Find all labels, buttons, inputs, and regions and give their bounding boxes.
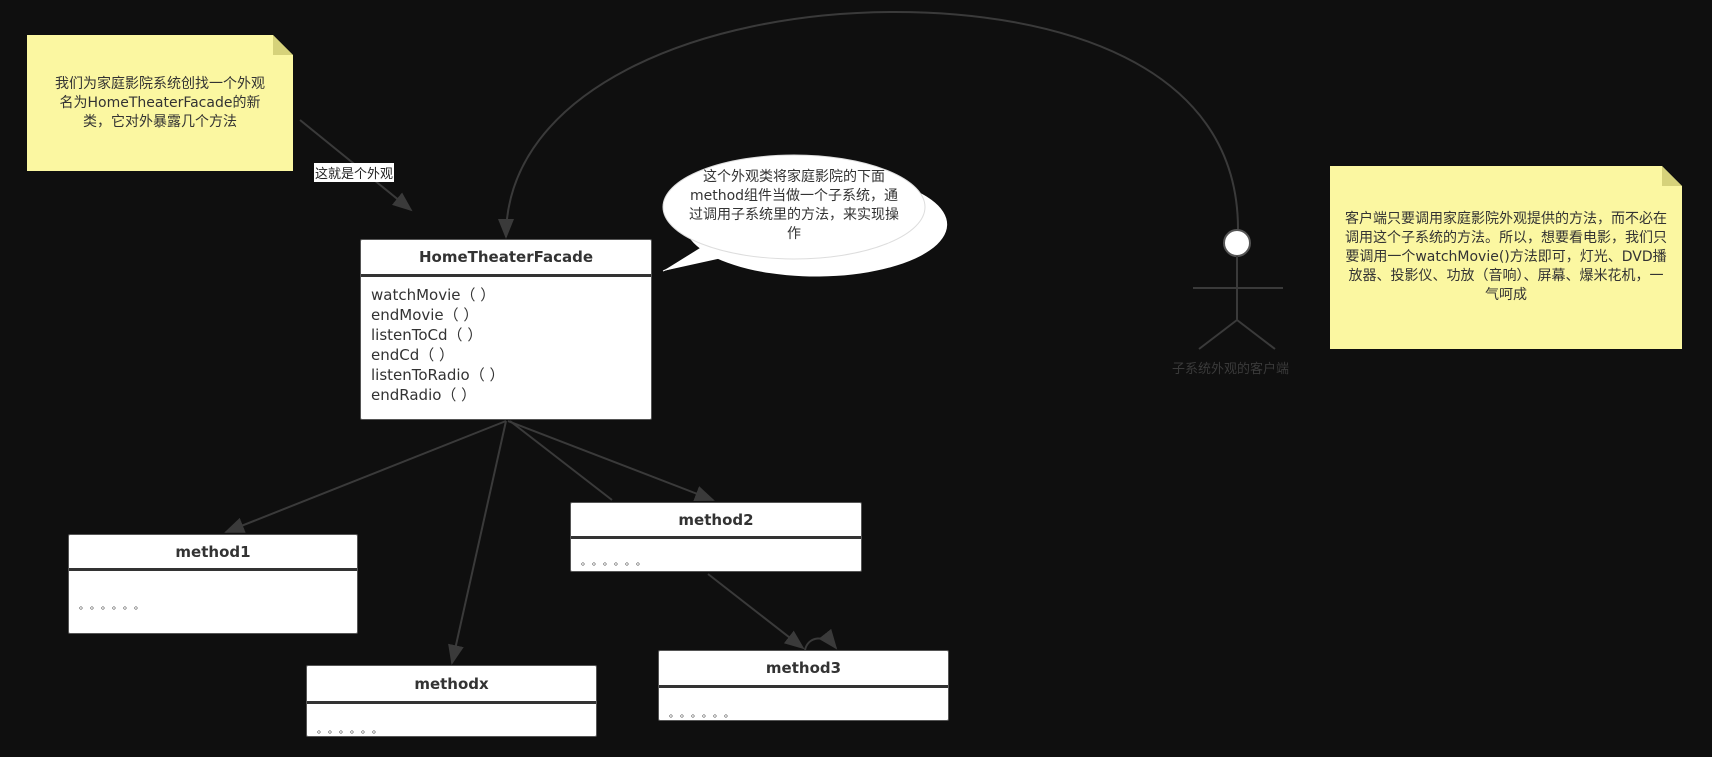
facade-to-method1-arrow [224,420,507,533]
method-item: watchMovie（ ） [371,286,496,304]
note-text: 我们为家庭影院系统创找一个外观名为HomeTheaterFacade的新类，它对… [55,75,265,130]
class-title: method2 [571,503,861,539]
edge-label: 这就是个外观 [314,163,395,182]
class-title: method1 [69,535,357,571]
class-body: 。。。。。。 [581,557,652,568]
method-item: endCd（ ） [371,346,455,364]
client-to-facade-arc [498,10,1239,239]
speech-bubble [662,154,948,277]
class-home-theater-facade[interactable]: HomeTheaterFacade watchMovie（ ） endMovie… [360,239,652,420]
note-client-explanation: 客户端只要调用家庭影院外观提供的方法，而不必在调用这个子系统的方法。所以，想要看… [1330,166,1682,349]
note-text: 客户端只要调用家庭影院外观提供的方法，而不必在调用这个子系统的方法。所以，想要看… [1345,211,1667,303]
class-methodx[interactable]: methodx 。。。。。。 [306,665,597,737]
method-item: listenToCd（ ） [371,326,483,344]
facade-to-methodx-arrow [448,420,507,665]
method-item: listenToRadio（ ） [371,366,505,384]
method3-self-arrow [804,628,838,651]
class-body: 。。。。。。 [669,709,740,720]
bubble-text: 这个外观类将家庭影院的下面method组件当做一个子系统，通过调用子系统里的方法… [689,169,899,242]
class-body: 。。。。。。 [79,601,150,612]
class-title: methodx [307,666,596,704]
class-title: HomeTheaterFacade [361,240,651,277]
note-facade-intro: 我们为家庭影院系统创找一个外观名为HomeTheaterFacade的新类，它对… [27,35,293,171]
method-item: endRadio（ ） [371,386,477,404]
class-body: 。。。。。。 [317,725,388,736]
actor-label: 子系统外观的客户端 [1172,362,1290,377]
method2-to-method3-arrow [707,573,805,650]
method-item: endMovie（ ） [371,306,479,324]
actor-figure [1193,229,1283,350]
method-list: watchMovie（ ） endMovie（ ） listenToCd（ ） … [361,277,651,413]
class-title: method3 [659,651,948,688]
facade-to-method2-line [509,420,613,501]
class-method3[interactable]: method3 。。。。。。 [658,650,949,721]
class-method1[interactable]: method1 。。。。。。 [68,534,358,634]
facade-to-method2-arrow [507,420,715,501]
class-method2[interactable]: method2 。。。。。。 [570,502,862,572]
